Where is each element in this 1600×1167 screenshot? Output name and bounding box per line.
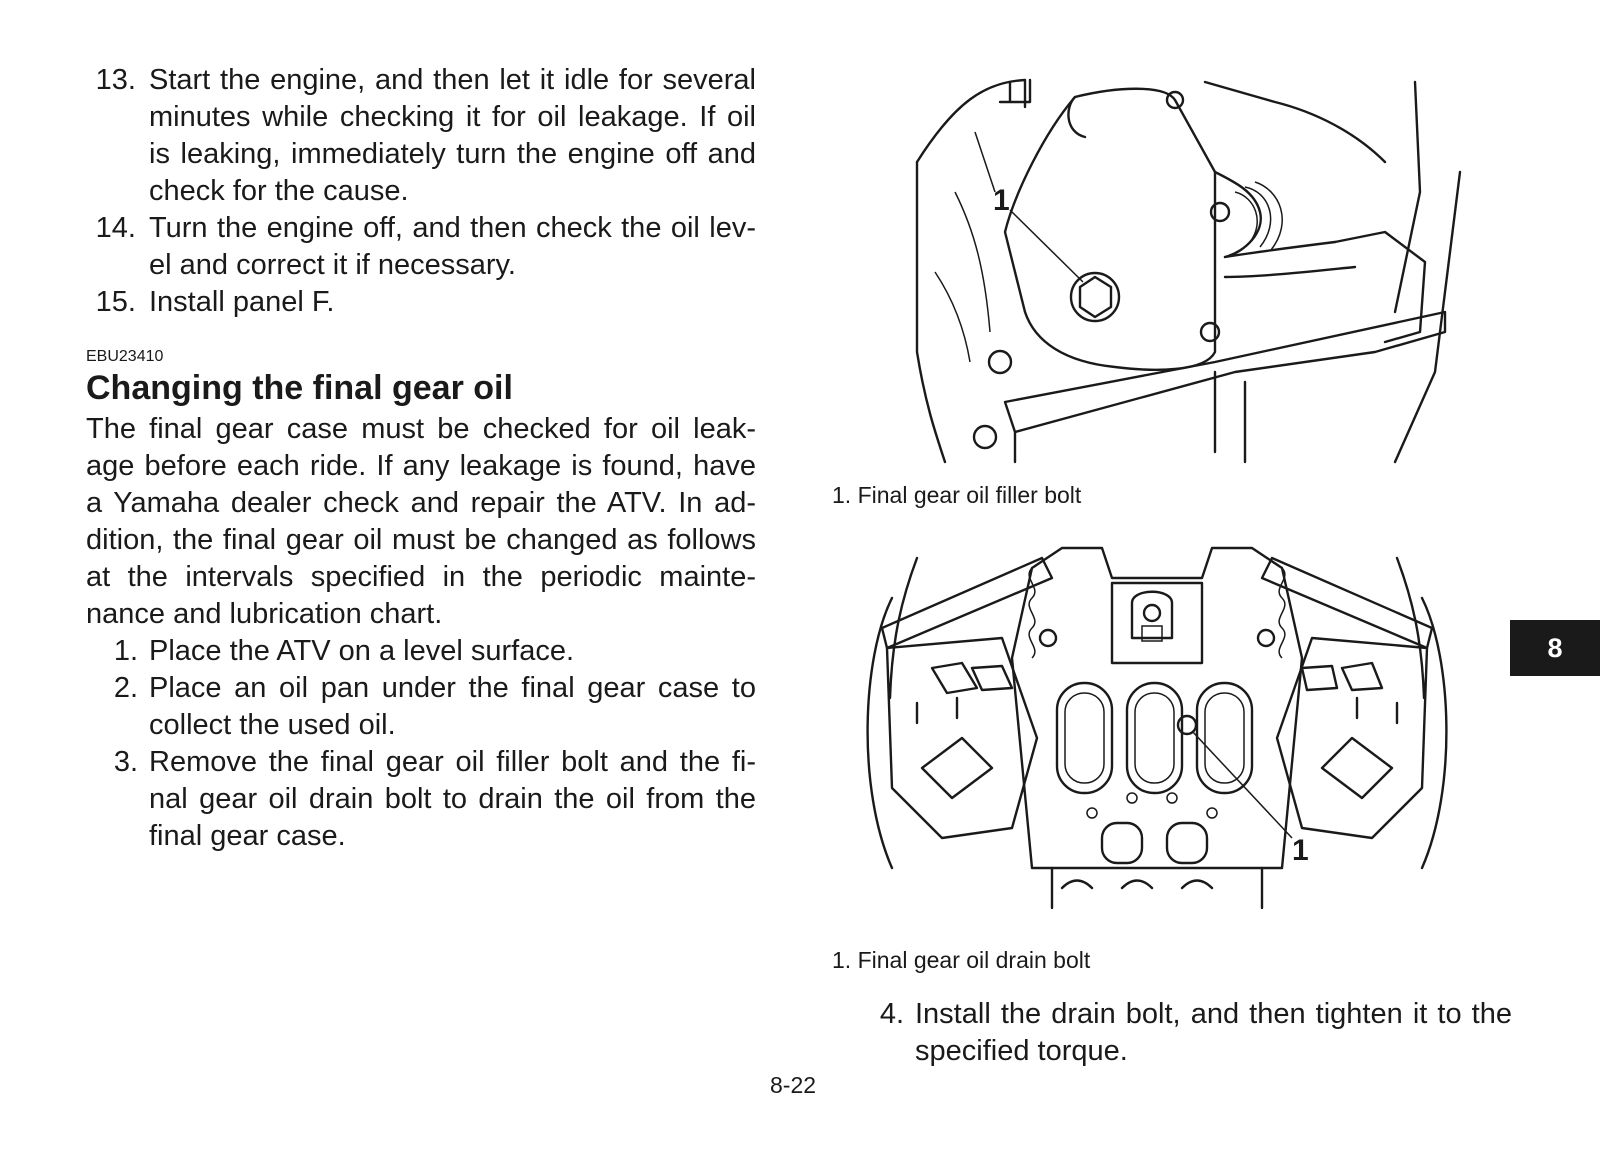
chapter-tab: 8 xyxy=(1510,620,1600,676)
step-text: Install the drain bolt, and then tighten… xyxy=(915,998,1512,1067)
figure-drain-bolt: 1 xyxy=(862,538,1452,928)
intro-paragraph: The final gear case must be checked for … xyxy=(86,413,756,630)
section-title: Changing the final gear oil xyxy=(86,369,513,407)
step-text: Start the engine, and then let it idle f… xyxy=(149,64,756,207)
step-number: 15. xyxy=(95,286,136,318)
step-14: 14. Turn the engine off, and then check … xyxy=(86,210,756,284)
caption-filler-bolt: 1. Final gear oil filler bolt xyxy=(832,482,1082,508)
step-text: Place the ATV on a level surface. xyxy=(149,635,575,667)
section-code: EBU23410 xyxy=(86,348,164,365)
step-4: 4. Install the drain bolt, and then tigh… xyxy=(852,996,1512,1070)
page-number: 8-22 xyxy=(770,1072,817,1098)
drain-bolt-illustration: 1 xyxy=(866,546,1448,910)
step-4-block: 4. Install the drain bolt, and then tigh… xyxy=(852,996,1512,1070)
filler-bolt-illustration: 1 xyxy=(915,78,1462,464)
filler-bolt-callout: 1 xyxy=(993,184,1010,217)
step-number: 14. xyxy=(95,212,136,244)
step-number: 3. xyxy=(113,746,138,778)
step-number: 13. xyxy=(95,64,136,96)
drain-bolt-callout: 1 xyxy=(1292,834,1309,867)
steps-list-a: 13. Start the engine, and then let it id… xyxy=(86,62,756,321)
figure-filler-bolt: 1 xyxy=(915,72,1495,477)
step-3: 3. Remove the final gear oil filler bolt… xyxy=(86,744,756,855)
step-text: Install panel F. xyxy=(149,286,335,318)
step-13: 13. Start the engine, and then let it id… xyxy=(86,62,756,210)
step-number: 2. xyxy=(113,672,138,704)
left-column: 13. Start the engine, and then let it id… xyxy=(86,62,756,855)
steps-list-b: 1. Place the ATV on a level surface. 2. … xyxy=(86,633,756,855)
step-text: Place an oil pan under the final gear ca… xyxy=(149,672,756,741)
step-text: Remove the final gear oil filler bolt an… xyxy=(149,746,756,852)
step-number: 4. xyxy=(879,998,904,1030)
caption-drain-bolt: 1. Final gear oil drain bolt xyxy=(832,947,1091,973)
step-text: Turn the engine off, and then check the … xyxy=(149,212,756,281)
step-number: 1. xyxy=(113,635,138,667)
step-1: 1. Place the ATV on a level surface. xyxy=(86,633,756,670)
step-15: 15. Install panel F. xyxy=(86,284,756,321)
step-2: 2. Place an oil pan under the final gear… xyxy=(86,670,756,744)
